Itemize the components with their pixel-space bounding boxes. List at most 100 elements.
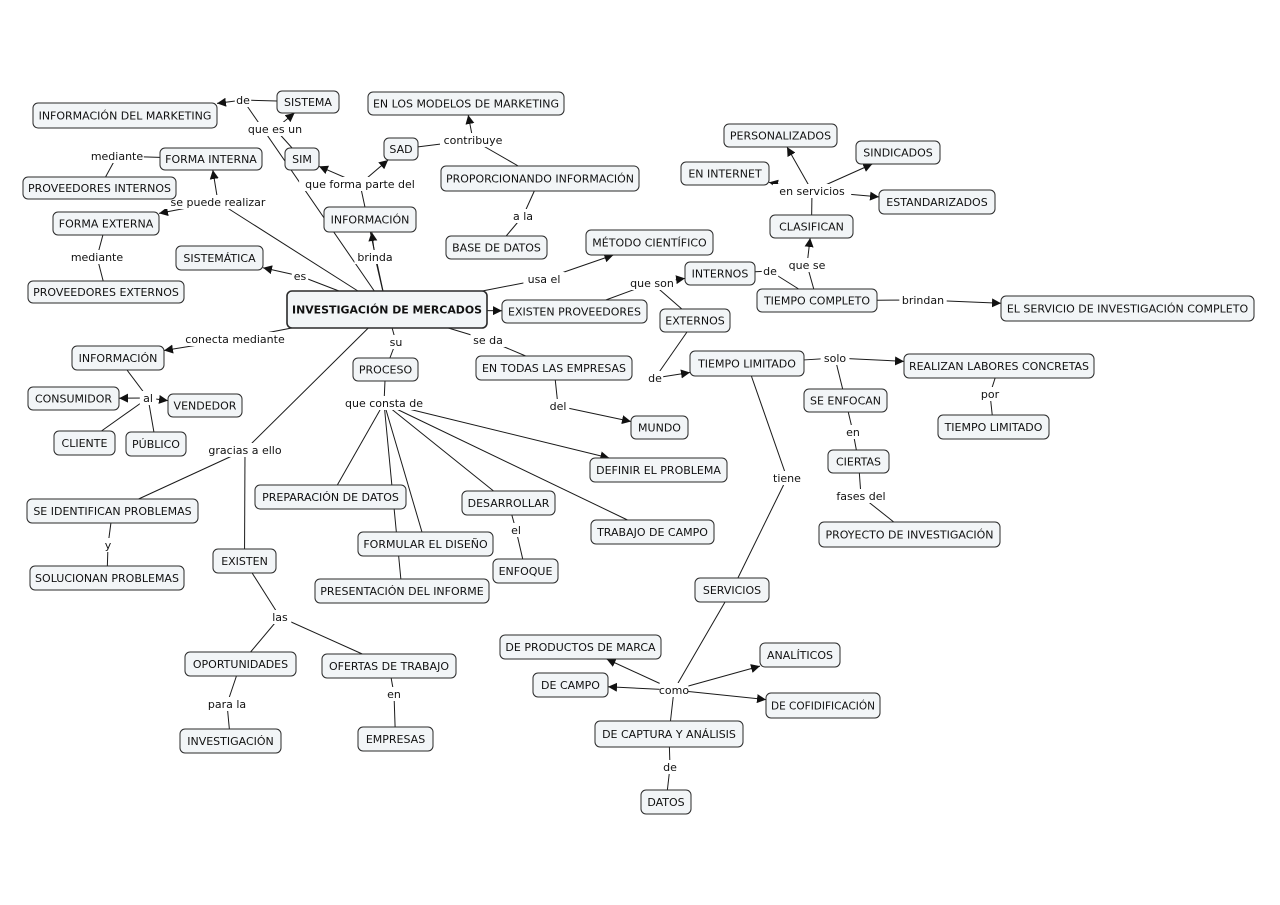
node-servicios: SERVICIOS — [694, 577, 770, 603]
link-label-se_da: se da — [473, 334, 503, 347]
node-box — [27, 386, 120, 411]
node-box — [475, 355, 633, 381]
link-label-en_empresas: en — [387, 688, 401, 701]
link-label-brindan: brindan — [902, 294, 944, 307]
link-label-bg — [507, 523, 525, 537]
node-box — [937, 414, 1050, 440]
node-mundo: MUNDO — [630, 415, 689, 440]
node-ciertas: CIERTAS — [827, 449, 890, 474]
node-label-captura: DE CAPTURA Y ANÁLISIS — [602, 728, 736, 741]
node-modelos: EN LOS MODELOS DE MARKETING — [367, 91, 565, 116]
node-label-clasifican: CLASIFICAN — [779, 221, 844, 234]
node-box — [827, 449, 890, 474]
connector-gracias_a_ello-to-se_identifican — [138, 449, 246, 500]
node-label-mundo: MUNDO — [638, 422, 681, 435]
node-box — [765, 692, 881, 719]
link-label-bg — [820, 351, 850, 365]
node-box — [630, 415, 689, 440]
link-label-que_forma_parte: que forma parte del — [305, 178, 415, 191]
node-sindicados: SINDICADOS — [855, 140, 941, 165]
node-box — [855, 140, 941, 165]
node-box — [284, 147, 320, 171]
node-label-preparacion: PREPARACIÓN DE DATOS — [262, 491, 399, 504]
node-cliente: CLIENTE — [53, 430, 116, 456]
node-servicio_completo: EL SERVICIO DE INVESTIGACIÓN COMPLETO — [1000, 295, 1255, 322]
link-label-mediante2: mediante — [71, 251, 124, 264]
link-label-brinda: brinda — [357, 251, 392, 264]
node-box — [803, 388, 888, 413]
node-box — [590, 519, 715, 545]
node-label-trabajo_campo: TRABAJO DE CAMPO — [596, 526, 708, 539]
node-label-solucionan: SOLUCIONAN PROBLEMAS — [35, 572, 179, 585]
node-label-informacion2: INFORMACIÓN — [79, 352, 158, 365]
link-label-bg — [899, 293, 947, 307]
node-box — [680, 161, 770, 186]
node-prov_ext: PROVEEDORES EXTERNOS — [27, 280, 185, 304]
node-label-analiticos: ANALÍTICOS — [767, 649, 833, 662]
link-label-bg — [831, 489, 891, 503]
node-preparacion: PREPARACIÓN DE DATOS — [254, 484, 407, 510]
link-label-como: como — [659, 684, 689, 697]
link-label-bg — [203, 697, 251, 711]
node-datos: DATOS — [640, 789, 692, 815]
node-label-cofidificacion: DE COFIDIFICACIÓN — [771, 700, 875, 713]
link-label-bg — [769, 471, 805, 485]
node-box — [179, 728, 282, 754]
node-label-prov_ext: PROVEEDORES EXTERNOS — [33, 286, 179, 299]
node-box — [29, 565, 185, 591]
link-label-de_datos: de — [663, 761, 677, 774]
node-label-forma_int: FORMA INTERNA — [165, 153, 257, 166]
link-label-bg — [234, 93, 252, 107]
node-box — [357, 531, 494, 557]
link-label-se_puede_realizar: se puede realizar — [171, 196, 266, 209]
node-label-consumidor: CONSUMIDOR — [35, 393, 112, 406]
node-label-sistema: SISTEMA — [284, 96, 332, 109]
node-empresas: EMPRESAS — [357, 726, 434, 752]
node-box — [286, 290, 488, 329]
node-informacion: INFORMACIÓN — [323, 206, 417, 233]
node-label-investigacion: INVESTIGACIÓN — [187, 735, 274, 748]
node-box — [585, 229, 714, 256]
link-label-bg — [183, 332, 287, 346]
node-existen_prov: EXISTEN PROVEEDORES — [501, 299, 648, 324]
node-label-definir: DEFINIR EL PROBLEMA — [596, 464, 721, 477]
node-label-forma_ext: FORMA EXTERNA — [59, 218, 154, 231]
link-label-que_consta_de: que consta de — [345, 397, 423, 410]
link-label-contribuye: contribuye — [444, 134, 503, 147]
connector-inv-to-se_puede_realizar — [217, 201, 359, 292]
link-label-bg — [844, 425, 862, 439]
node-box — [589, 457, 728, 483]
link-label-usa_el: usa el — [528, 273, 561, 286]
node-label-oportunidades: OPORTUNIDADES — [193, 658, 288, 671]
node-label-internos: INTERNOS — [692, 268, 749, 281]
link-label-bg — [546, 399, 570, 413]
link-label-del: del — [550, 400, 567, 413]
node-box — [159, 147, 263, 171]
link-label-las: las — [272, 611, 288, 624]
node-label-vendedor: VENDEDOR — [174, 400, 237, 413]
node-label-enfoque: ENFOQUE — [499, 565, 553, 578]
node-label-informacion: INFORMACIÓN — [331, 214, 410, 227]
link-label-para_la: para la — [208, 698, 246, 711]
node-se_identifican: SE IDENTIFICAN PROBLEMAS — [26, 498, 199, 524]
node-box — [594, 720, 744, 748]
node-box — [71, 345, 165, 371]
link-label-bg — [772, 184, 852, 198]
node-box — [492, 558, 559, 584]
node-box — [532, 672, 609, 698]
node-label-tiempo_completo: TIEMPO COMPLETO — [763, 295, 870, 308]
node-desarrollar: DESARROLLAR — [461, 490, 556, 516]
node-label-proyecto: PROYECTO DE INVESTIGACIÓN — [825, 529, 993, 542]
connector-que_consta_de-to-preparacion — [336, 402, 385, 486]
connector-externos-to-de_externos — [654, 331, 688, 379]
node-label-cliente: CLIENTE — [62, 437, 108, 450]
node-proceso: PROCESO — [352, 357, 419, 382]
link-label-bg — [163, 195, 273, 209]
node-estandarizados: ESTANDARIZADOS — [878, 189, 996, 215]
link-label-de_sistema: de — [236, 94, 250, 107]
node-box — [184, 651, 297, 677]
node-personalizados: PERSONALIZADOS — [723, 123, 838, 148]
node-label-desarrollar: DESARROLLAR — [468, 497, 550, 510]
